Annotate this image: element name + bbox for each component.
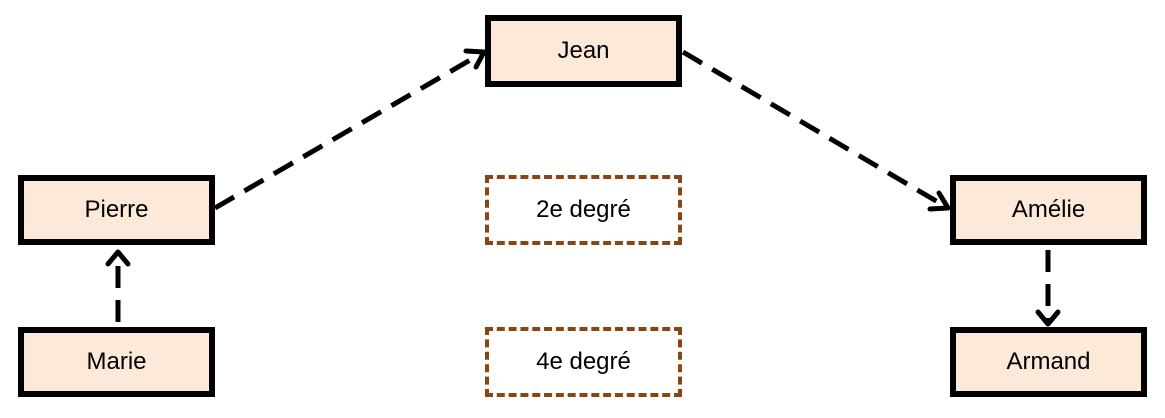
node-armand: Armand	[950, 327, 1147, 397]
edge-pierre-jean	[213, 48, 487, 211]
degree-box-fourth: 4e degré	[485, 327, 682, 397]
degree-box-second: 2e degré	[485, 175, 682, 245]
node-label: Amélie	[1011, 196, 1086, 223]
edge-marie-pierre	[105, 249, 131, 322]
edge-jean-amelie	[681, 49, 951, 212]
node-amelie: Amélie	[950, 175, 1147, 245]
node-pierre: Pierre	[18, 175, 215, 245]
node-label: Marie	[86, 348, 147, 375]
node-label: Pierre	[84, 196, 149, 223]
arrowhead-down-right-icon	[927, 190, 951, 212]
edge-amelie-armand	[1035, 250, 1061, 327]
arrowhead-up-icon	[105, 249, 131, 267]
node-label: Armand	[1006, 348, 1091, 375]
node-label: Jean	[557, 37, 610, 64]
degree-label: 4e degré	[536, 348, 631, 375]
degree-label: 2e degré	[536, 196, 631, 223]
node-jean: Jean	[485, 15, 682, 87]
node-marie: Marie	[18, 327, 215, 397]
arrowhead-down-icon	[1035, 309, 1061, 327]
arrowhead-up-right-icon	[463, 48, 487, 70]
